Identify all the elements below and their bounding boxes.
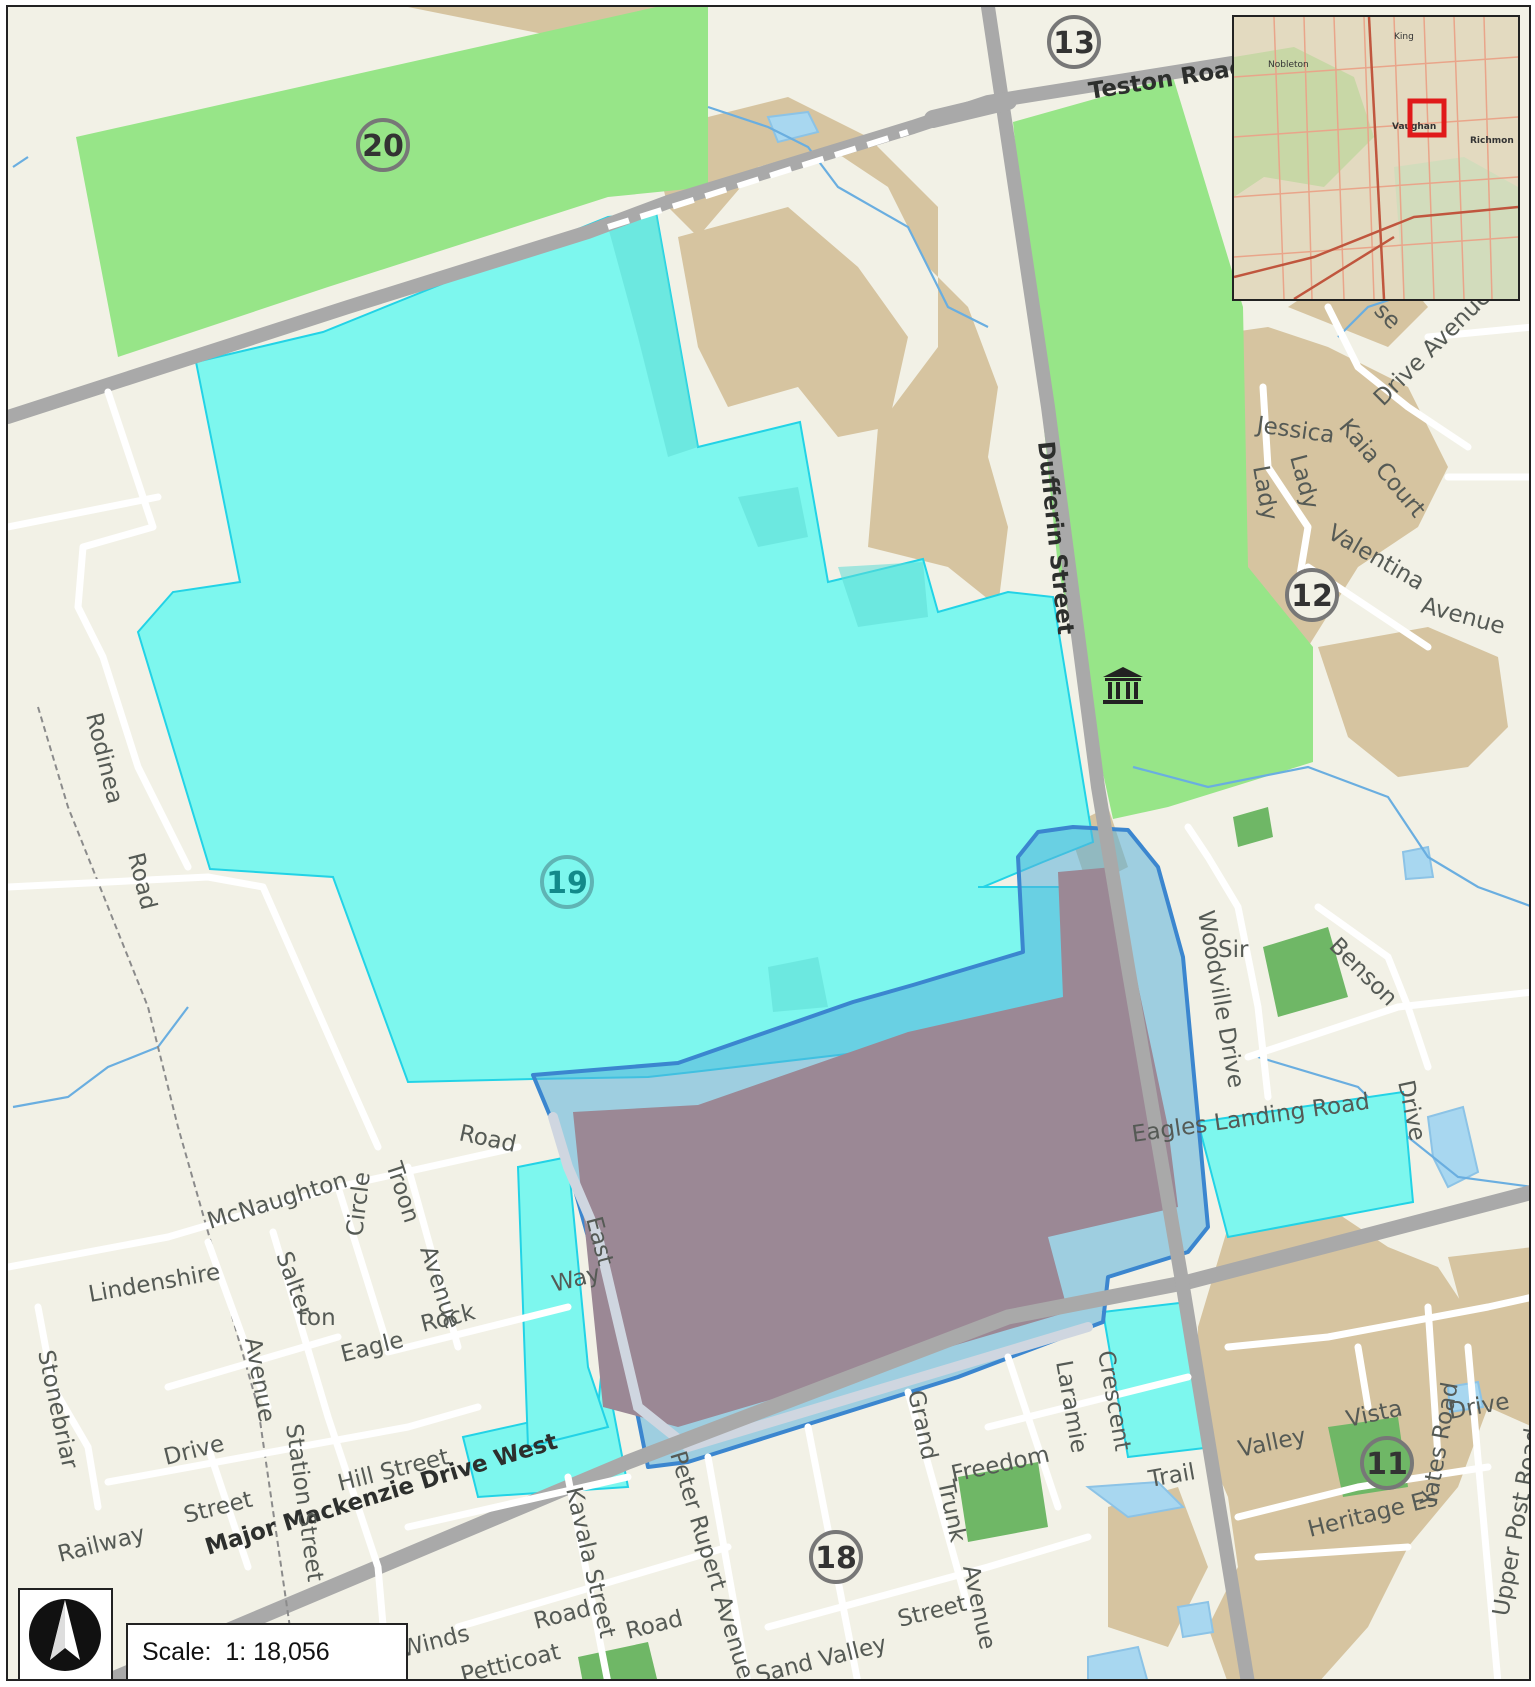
zone-19-inner	[608, 212, 928, 1012]
major-mackenzie-road	[96, 1185, 1529, 1679]
trail-label: Trail	[1146, 1459, 1198, 1493]
ton-label: ton	[298, 1305, 336, 1331]
sir-label: Sir	[1218, 937, 1249, 963]
svg-text:11: 11	[1366, 1447, 1408, 1482]
railway-label: Railway	[55, 1521, 148, 1568]
avenue-label: Avenue	[239, 1336, 279, 1425]
inset-label-king: King	[1394, 32, 1414, 42]
mcnaughton-road-label: Road	[457, 1120, 519, 1157]
park-13	[1013, 77, 1313, 819]
marker-12[interactable]: 12	[1285, 568, 1339, 622]
circle-label: Circle	[342, 1170, 376, 1237]
svg-text:20: 20	[362, 129, 404, 164]
park-20	[76, 7, 708, 357]
eagle-label: Eagle	[338, 1327, 406, 1368]
local-roads	[8, 303, 1529, 1679]
dufferin-road	[981, 7, 1255, 1679]
marker-18[interactable]: 18	[809, 1530, 863, 1584]
inset-canvas: King Nobleton Vaughan Richmon	[1234, 17, 1518, 299]
sand-valley-street-label: Street	[895, 1591, 969, 1633]
north-arrow: N	[18, 1588, 113, 1679]
zone-19	[136, 210, 1415, 1499]
inset-label-richmond: Richmon	[1470, 136, 1514, 146]
park-areas	[76, 7, 1313, 819]
inset-label-nobleton: Nobleton	[1268, 60, 1309, 70]
grand-label: Grand	[902, 1388, 942, 1462]
svg-text:12: 12	[1291, 579, 1333, 614]
north-arrow-icon: N	[29, 1599, 101, 1671]
dark-park-areas	[578, 807, 1408, 1679]
map-canvas[interactable]: Teston Road Dufferin Street Major Macken…	[8, 7, 1531, 1681]
site-inner-road	[548, 1112, 1093, 1453]
map-markers[interactable]: 20 13 12 19 18 11	[356, 15, 1414, 1584]
svg-text:18: 18	[815, 1541, 857, 1576]
petticoat-road-label: Road	[623, 1606, 685, 1645]
inset-highlight	[1407, 98, 1447, 138]
map-frame[interactable]: Teston Road Dufferin Street Major Macken…	[6, 5, 1531, 1681]
marker-19[interactable]: 19	[540, 855, 594, 909]
inset-label-vaughan: Vaughan	[1392, 122, 1436, 132]
lindenshire-label: Lindenshire	[87, 1259, 223, 1308]
petticoat-label: Petticoat	[458, 1639, 563, 1681]
scale-box: Scale: 1: 18,056	[126, 1623, 408, 1679]
scale-value: 1: 18,056	[225, 1637, 330, 1666]
teston-dashed	[607, 129, 909, 230]
railway-line	[37, 706, 299, 1679]
inset-locator-map[interactable]: King Nobleton Vaughan Richmon	[1232, 15, 1520, 301]
mcnaughton-label: McNaughton	[204, 1167, 350, 1234]
scale-label: Scale:	[142, 1637, 212, 1666]
major-roads	[8, 7, 1529, 1679]
stonebriar-label: Stonebriar	[32, 1348, 83, 1472]
site-parcel	[573, 867, 1178, 1427]
svg-text:19: 19	[546, 866, 588, 901]
rodinea-label: Rodinea	[80, 710, 128, 806]
svg-text:13: 13	[1053, 26, 1095, 61]
upper-post-road-label: Upper Post Road	[1488, 1426, 1531, 1618]
winds-label: Winds	[398, 1621, 472, 1663]
marker-13[interactable]: 13	[1047, 15, 1101, 69]
marker-11[interactable]: 11	[1360, 1436, 1414, 1490]
sand-valley-label: Sand Valley	[753, 1631, 889, 1681]
museum-icon[interactable]	[1103, 667, 1143, 704]
marker-20[interactable]: 20	[356, 118, 410, 172]
